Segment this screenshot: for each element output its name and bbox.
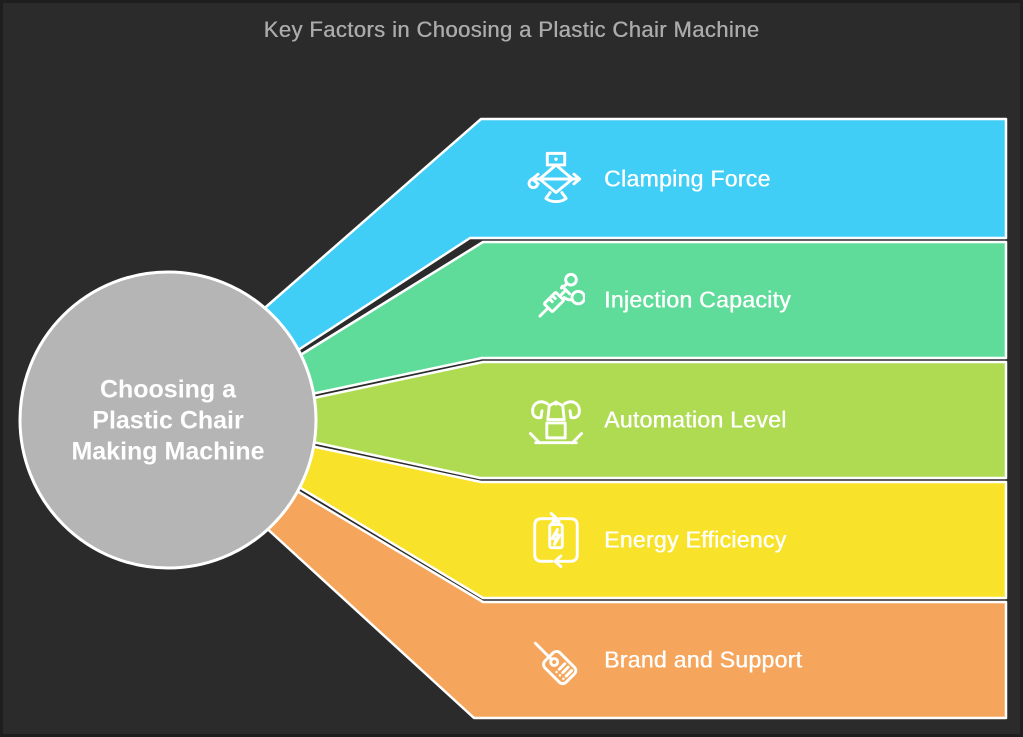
- diagram-title: Key Factors in Choosing a Plastic Chair …: [263, 17, 760, 42]
- syringe-icon: [538, 272, 586, 318]
- band-label: Brand and Support: [604, 646, 803, 673]
- band-icon-box: [527, 150, 585, 208]
- band-icon-box: [527, 271, 586, 329]
- battery-recycle-icon: [533, 511, 579, 569]
- price-tag-icon: [533, 641, 578, 686]
- band-icon-box: [527, 511, 585, 569]
- scissor-jack-icon: [527, 151, 582, 204]
- band-label: Clamping Force: [604, 165, 771, 192]
- band-icon-box: [527, 391, 585, 449]
- band-label: Automation Level: [604, 406, 787, 433]
- center-circle: [18, 270, 318, 570]
- band-icon-box: [527, 631, 585, 689]
- robot-gripper-icon: [528, 400, 584, 445]
- center-circle-label: Choosing a Plastic Chair Making Machine: [71, 375, 265, 466]
- band-label: Energy Efficiency: [604, 526, 787, 553]
- band-label: Injection Capacity: [604, 286, 791, 313]
